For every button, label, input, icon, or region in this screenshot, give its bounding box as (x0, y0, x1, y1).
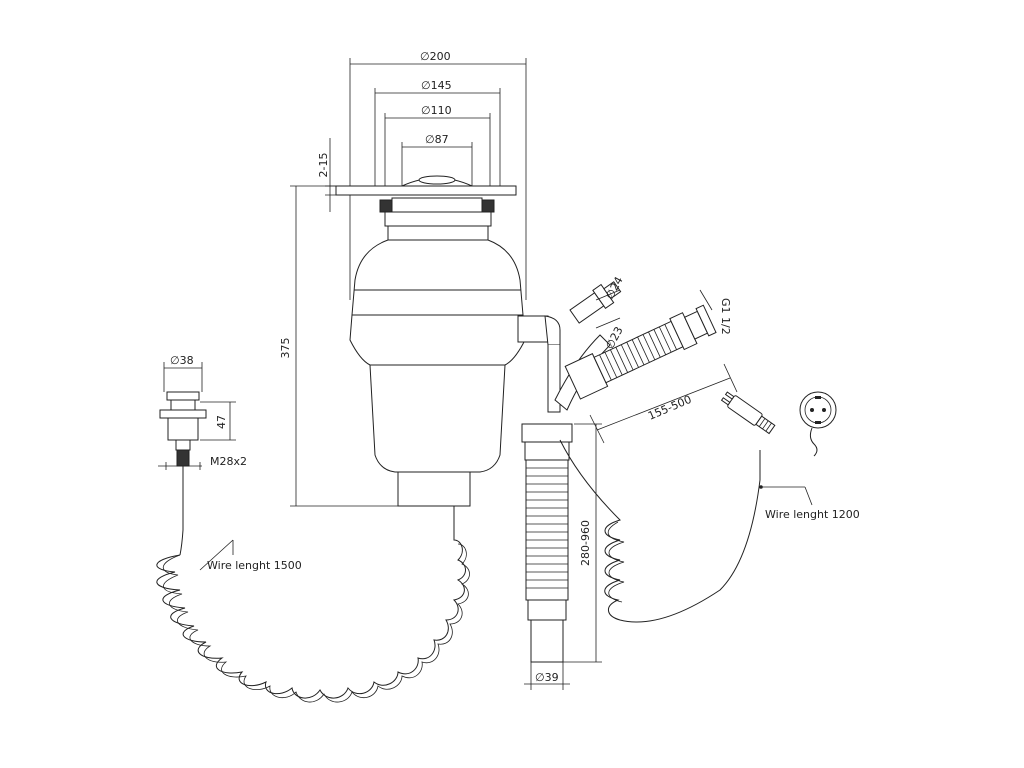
dim-button-diameter: ∅38 (170, 354, 194, 367)
power-wire-label: Wire lenght 1200 (759, 485, 860, 521)
dim-inlet-24: ∅24 (603, 274, 626, 301)
dim-hose-length: 155-500 (646, 393, 693, 423)
flange-gap-dimension: 2-15 (317, 138, 390, 212)
power-cord (559, 439, 761, 623)
label-button-wire: Wire lenght 1500 (207, 559, 302, 572)
hose-ribs (599, 324, 677, 381)
dim-hose-thread: G1 1/2 (719, 298, 732, 335)
label-power-wire: Wire lenght 1200 (765, 508, 860, 521)
air-switch-button-icon: ∅38 47 M28x2 (158, 354, 247, 470)
dim-drain-length: 280-960 (579, 520, 592, 566)
button-coiled-wire: Wire lenght 1500 (156, 466, 470, 703)
drain-pipe-ribs (526, 467, 568, 589)
dim-flange-mid: ∅145 (421, 79, 452, 92)
dim-flange-drain: ∅87 (425, 133, 449, 146)
dim-flange-gap: 2-15 (317, 153, 330, 178)
dim-height: 375 (279, 338, 292, 359)
flange-dimensions: ∅200 ∅145 ∅110 ∅87 (349, 50, 527, 300)
dim-drain-diameter: ∅39 (535, 671, 559, 684)
schuko-plug-icon (720, 391, 776, 435)
disposer-body (335, 175, 561, 507)
plug-socket-icon (799, 391, 837, 457)
dim-flange-inner: ∅110 (421, 104, 452, 117)
dim-button-height: 47 (215, 415, 228, 429)
dim-button-thread: M28x2 (210, 455, 247, 468)
dim-flange-outer: ∅200 (420, 50, 451, 63)
